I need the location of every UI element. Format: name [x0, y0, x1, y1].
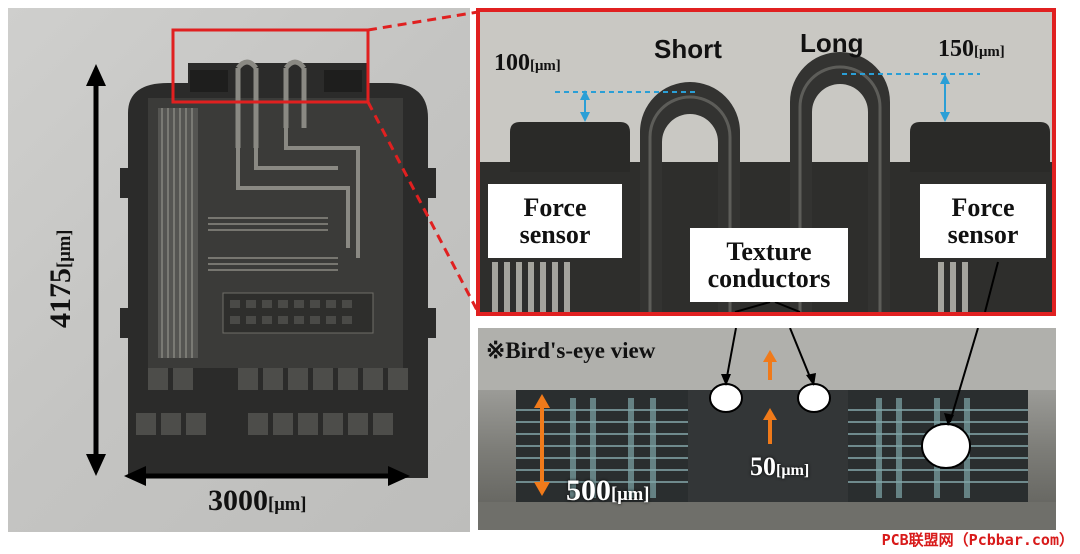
width-dimension-label: 3000[μm] [208, 484, 307, 517]
spacing-label: 50[μm] [750, 452, 810, 481]
watermark-text: PCB联盟网（Pcbbar.com） [881, 531, 1074, 549]
birds-eye-view-panel: ※Bird's-eye view 500[μm] 50[μm] [478, 328, 1056, 530]
thickness-label: 500[μm] [566, 474, 650, 507]
force-sensor-left-label: Force sensor [488, 184, 622, 258]
chip-overview-drawing [86, 28, 436, 486]
birds-eye-drawing [478, 328, 1056, 530]
gap-right-label: 150[μm] [938, 36, 1005, 62]
gap-left-label: 100[μm] [494, 50, 561, 76]
texture-conductors-label: Texture conductors [690, 228, 848, 302]
chip-overview-photo: 4175[μm] 3000[μm] [8, 8, 470, 532]
birds-eye-view-label: ※Bird's-eye view [486, 338, 656, 363]
zoomed-detail-panel: Short Long 100[μm] 150[μm] Force sensor … [476, 8, 1056, 316]
long-label: Long [800, 28, 864, 58]
short-label: Short [654, 34, 722, 64]
force-sensor-right-label: Force sensor [920, 184, 1046, 258]
